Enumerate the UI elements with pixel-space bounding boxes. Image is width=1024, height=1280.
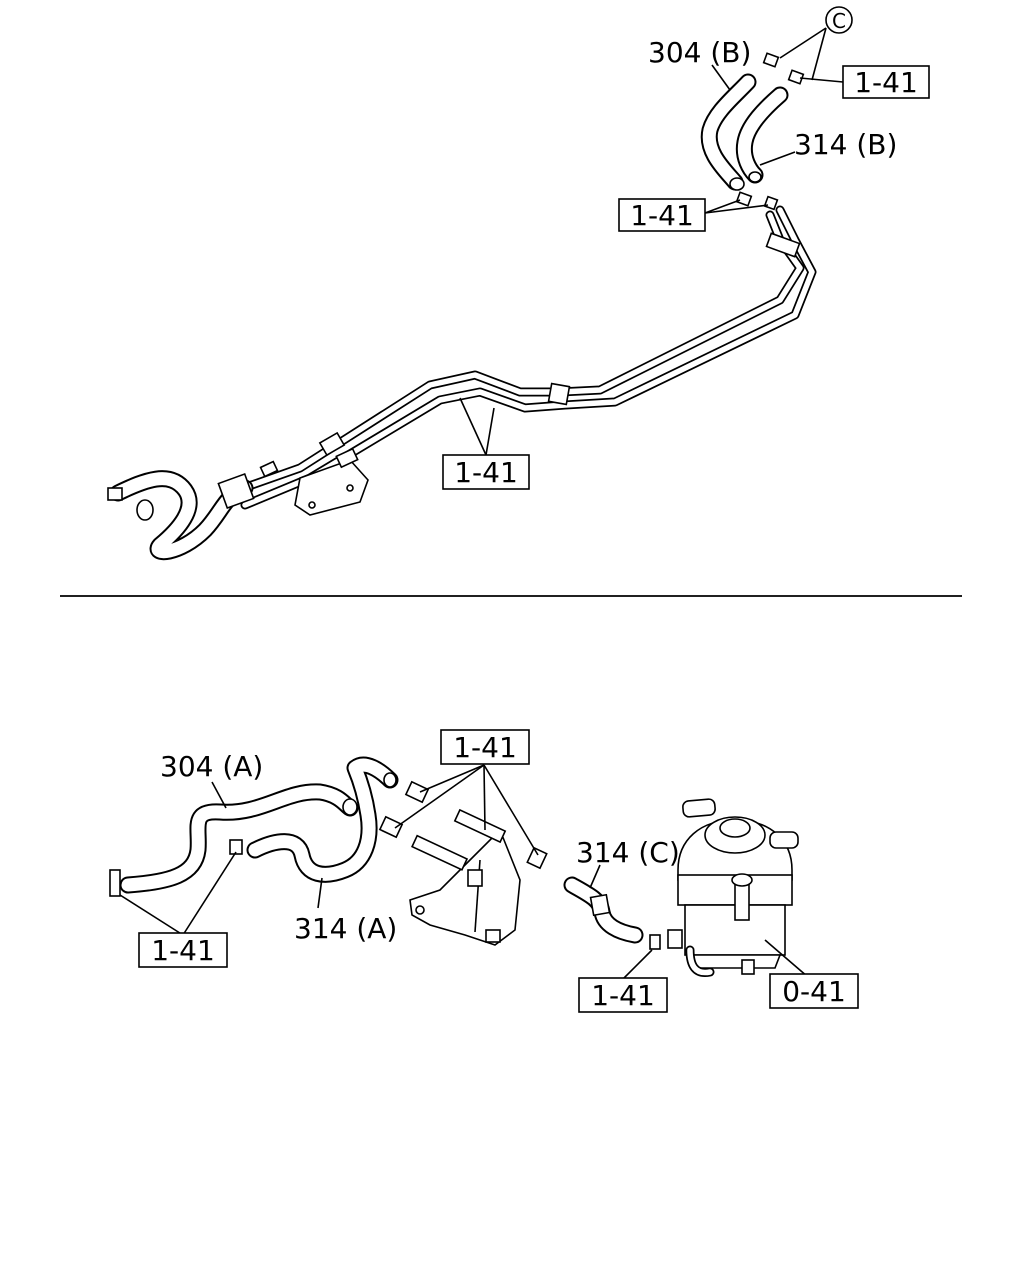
ref-box-bottom-2	[138, 932, 228, 968]
ref-box-bottom-3	[578, 977, 668, 1013]
top-leaders	[459, 27, 844, 456]
top-assembly: 304 (B) 314 (B) C 1-41 1-41 1-41	[107, 6, 930, 561]
ref-label-top-2: 1-41	[630, 199, 694, 232]
ref-box-top-2	[618, 198, 706, 232]
ref-box-top-1	[842, 65, 930, 99]
ref-box-filter	[769, 973, 859, 1009]
ref-box-top-3	[442, 454, 530, 490]
top-clips	[735, 52, 805, 211]
fuel-filter-assembly	[649, 798, 799, 978]
label-314b: 314 (B)	[794, 128, 897, 161]
ref-label-bottom-2: 1-41	[151, 934, 215, 967]
ref-label-bottom-3: 1-41	[591, 979, 655, 1012]
ref-label-top-1: 1-41	[854, 66, 918, 99]
label-314a: 314 (A)	[294, 912, 397, 945]
bottom-leaders	[119, 764, 809, 981]
hose-304a	[119, 783, 359, 894]
ref-label-top-3: 1-41	[454, 456, 518, 489]
ref-label-filter: 0-41	[782, 975, 846, 1008]
label-304b: 304 (B)	[648, 36, 751, 69]
label-314c: 314 (C)	[576, 836, 680, 869]
top-bracket	[259, 447, 369, 516]
hose-314a	[246, 756, 399, 883]
ref-box-bottom-1	[440, 729, 530, 765]
bottom-mid-clip	[229, 839, 243, 855]
bottom-left-clip	[109, 869, 121, 897]
callout-c-circle	[825, 6, 853, 34]
filter-bracket	[378, 780, 548, 946]
callout-c-label: C	[832, 9, 846, 33]
ref-label-bottom-1: 1-41	[453, 731, 517, 764]
top-left-hose	[107, 470, 255, 561]
hose-304b	[700, 73, 757, 191]
bottom-assembly: 304 (A) 314 (A) 314 (C) 1-41 1-41 1-41 0…	[109, 729, 859, 1013]
hose-314b	[735, 86, 789, 184]
fuel-pipe-pair	[227, 205, 817, 510]
hose-314c	[563, 876, 644, 944]
label-304a: 304 (A)	[160, 750, 263, 783]
